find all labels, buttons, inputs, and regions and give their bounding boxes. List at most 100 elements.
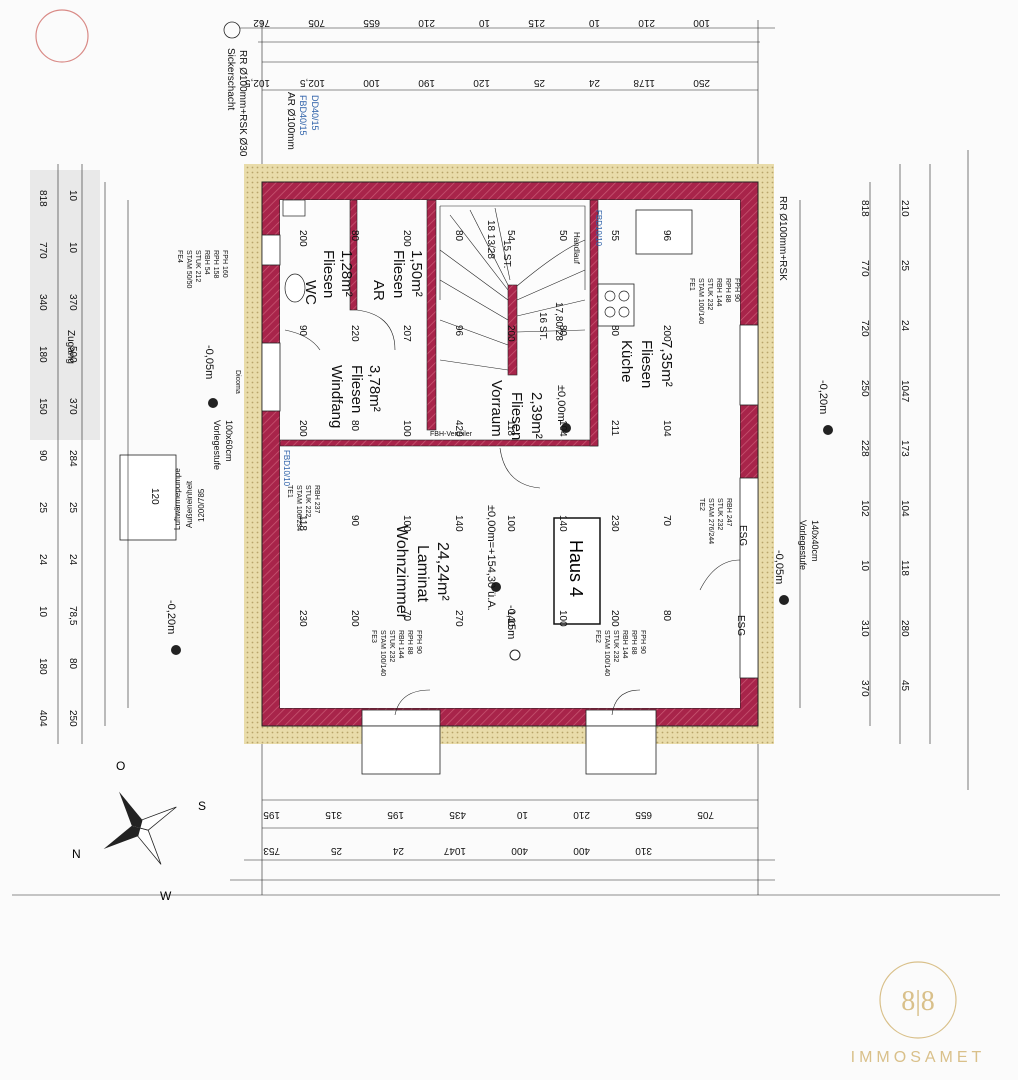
label-vorlege1: Vorlegestufe (212, 420, 222, 470)
dimension-label: 96 (661, 230, 672, 242)
label-level-left2: -0,20m (165, 600, 177, 634)
dimension-label: 25 (533, 77, 545, 88)
dimension-label: 102 (859, 500, 870, 517)
dimension-label: 100 (401, 420, 412, 437)
dimension-label: 100 (401, 515, 412, 532)
dimension-label: 80 (609, 325, 620, 337)
exterior-pathway (30, 170, 100, 440)
dimension-label: 770 (37, 242, 48, 259)
room-ar-area: 1,50m² (408, 250, 425, 297)
dimension-label: 1178 (633, 77, 655, 88)
dimension-label: 10 (588, 17, 600, 28)
label-stairs3: 16 ST. (537, 312, 548, 340)
window-spec-line: STAM 100/140 (379, 630, 386, 676)
dimension-label: 280 (899, 620, 910, 637)
room-ar-name: AR (370, 280, 387, 301)
door-te2 (739, 477, 759, 679)
dimension-label: 24 (67, 554, 78, 566)
room-wohnzimmer-name: Wohnzimmer (393, 525, 410, 620)
dimension-label: 310 (635, 845, 652, 856)
window-fe1 (739, 324, 759, 406)
dimension-label: 200 (661, 325, 672, 342)
dimension-label: 370 (859, 680, 870, 697)
dimension-label: 370 (67, 294, 78, 311)
dimension-label: 404 (37, 710, 48, 727)
window-spec-line: RBH 144 (397, 630, 404, 659)
window-spec-line: RPH 88 (630, 630, 637, 655)
dimension-label: 80 (453, 230, 464, 242)
dimension-label: 200 (349, 610, 360, 627)
room-ar-floor: Fliesen (390, 250, 407, 298)
room-wc-name: WC (302, 280, 319, 305)
label-rr-right: RR Ø100mm+RSK (777, 196, 788, 281)
window-spec-line: RPH 88 (724, 278, 731, 303)
compass-o: O (116, 759, 125, 773)
label-handlauf: Handlauf (572, 232, 581, 265)
window-spec-line: RBH 237 (313, 485, 320, 514)
dimension-label: 230 (609, 515, 620, 532)
dimension-label: 753 (263, 845, 280, 856)
step-fe3 (361, 725, 441, 775)
dimension-label: 140 (453, 515, 464, 532)
sickerschacht-circle (223, 21, 241, 39)
dimension-label: 25 (67, 502, 78, 514)
kitchen-sink (635, 209, 693, 255)
room-wohnzimmer-floor: Laminat (414, 545, 431, 602)
dimension-label: 25 (330, 845, 342, 856)
wall-living-top (279, 439, 599, 447)
dimension-label: 195 (263, 809, 280, 820)
dimension-label: 818 (859, 200, 870, 217)
label-zugang: Zugang (65, 330, 76, 364)
window-spec-line: STAM 50/50 (185, 250, 192, 288)
dimension-label: 655 (363, 17, 380, 28)
dimension-label: 370 (67, 398, 78, 415)
dimension-label: 102,5 (300, 77, 325, 88)
compass-icon (103, 791, 177, 865)
dimension-label: 770 (859, 260, 870, 277)
wall-stairs-left (426, 199, 437, 431)
dimension-label: 10 (516, 809, 528, 820)
dimension-label: 220 (349, 325, 360, 342)
wc-cistern (282, 199, 306, 217)
step-fe2 (585, 725, 657, 775)
label-esg-2: ESG (735, 615, 746, 636)
dimension-label: 118 (505, 420, 516, 436)
label-pump-w: 120 (149, 488, 160, 505)
label-vorlege1b: 100x60cm (224, 420, 234, 462)
dimension-label: 100 (557, 610, 568, 627)
room-windfang-name: Windfang (328, 365, 345, 428)
dimension-label: 24 (37, 554, 48, 566)
dimension-label: 140 (557, 515, 568, 532)
dimension-label: 25 (37, 502, 48, 514)
room-kueche-floor: Fliesen (638, 340, 655, 388)
room-wc-area: 1,28m² (338, 250, 355, 297)
label-vorlege2b: 140x40cm (810, 520, 820, 562)
label-fbh: FBH-Verteiler (430, 431, 473, 438)
dimension-label: 78,5 (67, 606, 78, 626)
dimension-label: 340 (37, 294, 48, 311)
logo-text: IMMOSAMET (851, 1049, 986, 1066)
dimension-label: 1047 (899, 380, 910, 403)
dimension-label: 270 (453, 610, 464, 627)
room-wohnzimmer-area: 24,24m² (434, 542, 451, 601)
window-spec-line: RBH 247 (725, 498, 732, 527)
dimension-label: 90 (297, 325, 308, 337)
window-spec-line: STUK 232 (716, 498, 723, 530)
window-spec-line: FE3 (370, 630, 377, 643)
window-spec-line: STAM 100/140 (603, 630, 610, 676)
label-level-right: -0,20m (817, 380, 829, 414)
dimension-label: 24 (899, 320, 910, 332)
house-title-box (553, 517, 601, 625)
window-spec-line: TE1 (286, 485, 293, 498)
window-spec-line: RBH 54 (203, 250, 210, 275)
dimension-label: 420 (453, 420, 464, 437)
dimension-label: 190 (418, 77, 435, 88)
window-fe4 (261, 234, 281, 266)
label-pump1: Luftwärmepumpe (173, 468, 182, 530)
kitchen-stove (597, 283, 635, 327)
dimension-label: 104 (899, 500, 910, 517)
window-spec-line: STAM 106/234 (295, 485, 302, 531)
dimension-label: 118 (297, 515, 308, 531)
dimension-label: 104 (661, 420, 672, 437)
